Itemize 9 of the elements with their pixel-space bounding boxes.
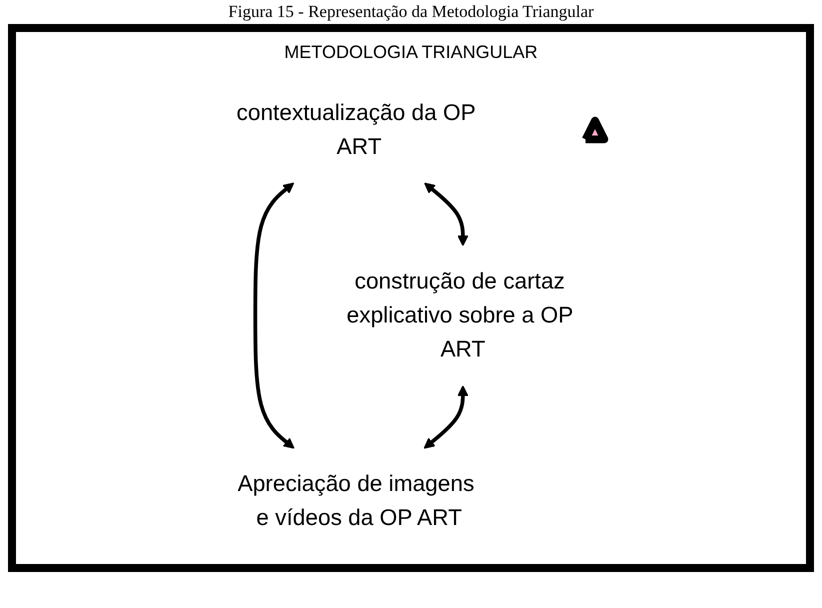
frame-border: METODOLOGIA TRIANGULAR contextualização da OP ART construção de cartaz explicativo sobre a OP ART Apreciação de imagens e vídeos da OP ART (8, 24, 814, 572)
arrow (253, 182, 295, 449)
figure-caption: Figura 15 - Representação da Metodologia Triangular (227, 2, 595, 22)
node-text: construção de cartaz explicativo sobre a OP ART (346, 268, 573, 362)
diagram-title: METODOLOGIA TRIANGULAR (284, 42, 538, 63)
arrow (424, 385, 468, 449)
node-text: Apreciação de imagens e vídeos da OP ART (238, 470, 474, 530)
arrow (424, 182, 468, 246)
node-text: contextualização da OP ART (236, 100, 476, 159)
